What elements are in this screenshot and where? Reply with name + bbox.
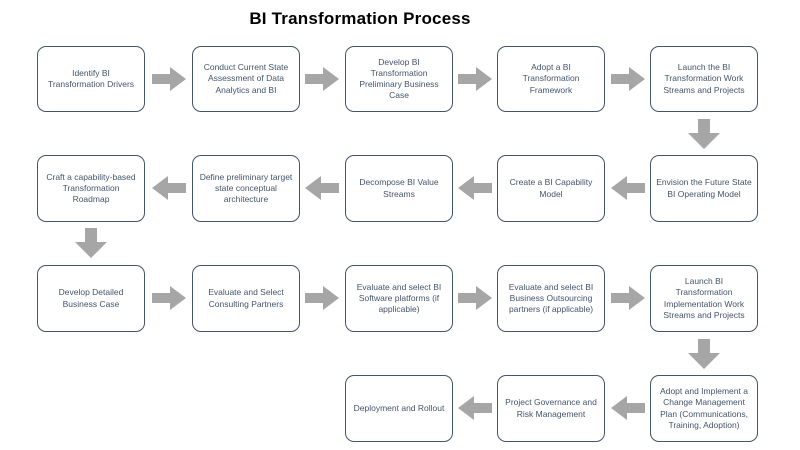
arrow-right-icon [152,286,186,310]
flow-step-develop-detailed-business-case: Develop Detailed Business Case [37,265,145,332]
arrow-right-icon [458,67,492,91]
arrow-left-icon [611,176,645,200]
flow-step-adopt-implement-change-management-plan: Adopt and Implement a Change Management … [650,375,758,442]
diagram-title: BI Transformation Process [249,9,471,28]
arrow-right-icon [305,67,339,91]
arrow-down-icon [688,119,720,149]
arrow-right-icon [305,286,339,310]
arrow-down-icon [75,228,107,258]
flow-step-launch-implementation-work-streams: Launch BI Transformation Implementation … [650,265,758,332]
arrow-left-icon [305,176,339,200]
arrow-right-icon [611,286,645,310]
flow-step-adopt-bi-transformation-framework: Adopt a BI Transformation Framework [497,46,605,112]
flow-step-evaluate-select-bi-outsourcing-partners: Evaluate and select BI Business Outsourc… [497,265,605,332]
arrow-right-icon [152,67,186,91]
flow-step-develop-preliminary-business-case: Develop BI Transformation Preliminary Bu… [345,46,453,112]
flow-step-conduct-current-state-assessment: Conduct Current State Assessment of Data… [192,46,300,112]
arrow-left-icon [152,176,186,200]
flow-step-define-preliminary-target-state-architecture: Define preliminary target state conceptu… [192,155,300,222]
flow-step-create-bi-capability-model: Create a BI Capability Model [497,155,605,222]
flow-step-decompose-bi-value-streams: Decompose BI Value Streams [345,155,453,222]
flow-step-evaluate-select-bi-software-platforms: Evaluate and select BI Software platform… [345,265,453,332]
arrow-left-icon [458,176,492,200]
arrow-right-icon [611,67,645,91]
arrow-left-icon [611,396,645,420]
flow-step-project-governance-risk-management: Project Governance and Risk Management [497,375,605,442]
flow-step-craft-capability-based-roadmap: Craft a capability-based Transformation … [37,155,145,222]
arrow-right-icon [458,286,492,310]
arrow-down-icon [688,339,720,369]
flow-step-launch-work-streams-projects: Launch the BI Transformation Work Stream… [650,46,758,112]
flow-step-envision-future-state-operating-model: Envision the Future State BI Operating M… [650,155,758,222]
flow-step-deployment-and-rollout: Deployment and Rollout [345,375,453,442]
flow-step-evaluate-select-consulting-partners: Evaluate and Select Consulting Partners [192,265,300,332]
arrow-left-icon [458,396,492,420]
flow-step-identify-bi-transformation-drivers: Identify BI Transformation Drivers [37,46,145,112]
